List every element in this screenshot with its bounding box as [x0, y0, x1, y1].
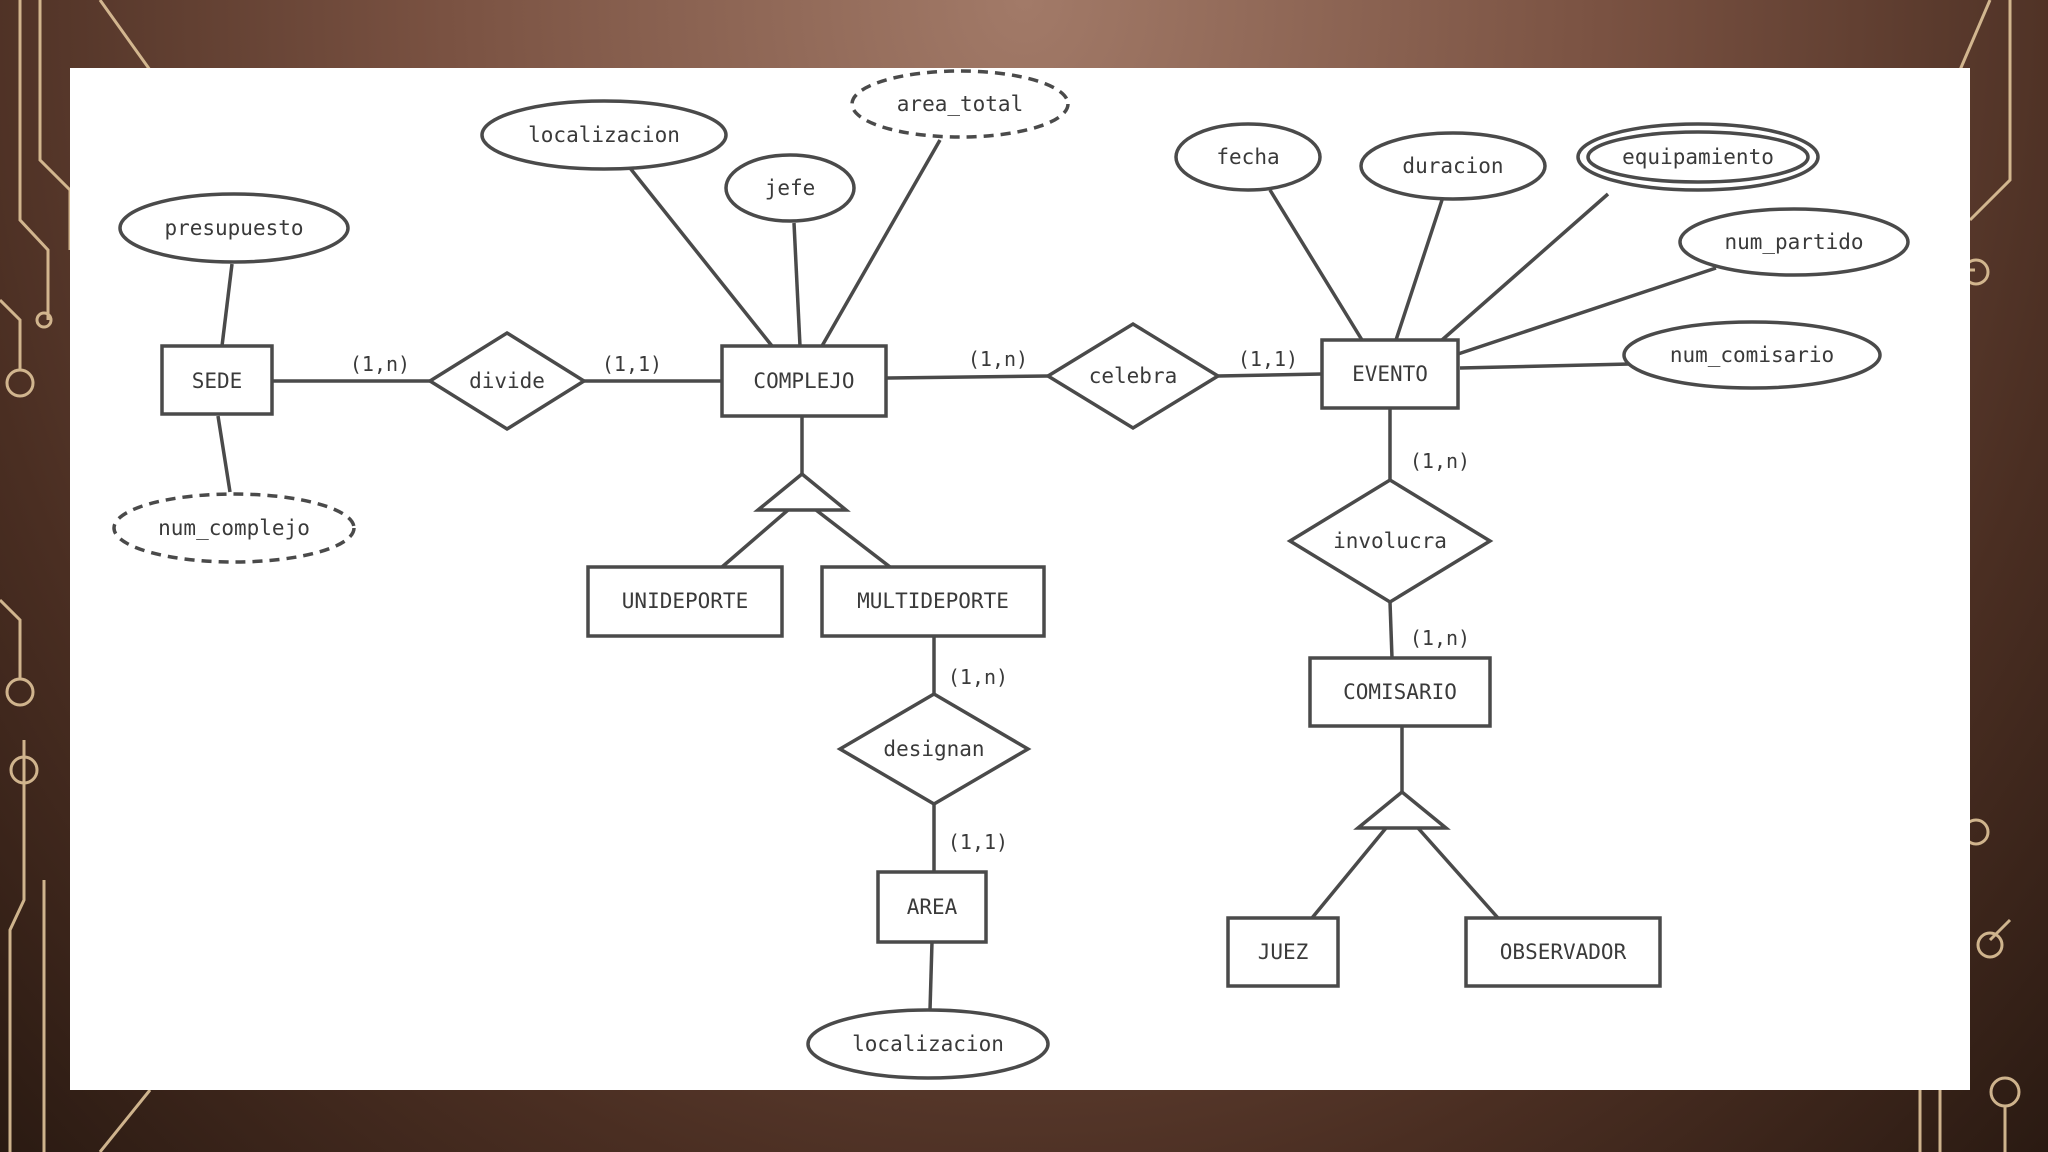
relationship-label: divide [469, 369, 545, 393]
entity-label: UNIDEPORTE [622, 589, 748, 613]
entity-label: OBSERVADOR [1500, 940, 1627, 964]
relationship-label: celebra [1089, 364, 1178, 388]
attribute-jefe: jefe [724, 153, 856, 223]
attribute-label: localizacion [852, 1032, 1004, 1056]
relationship-involucra: involucra [1286, 477, 1494, 605]
cardinality-multideporte-designan: (1,n) [948, 665, 1008, 689]
entity-juez: JUEZ [1226, 916, 1340, 988]
isa-triangle-complejo [753, 471, 851, 512]
cardinality-evento-involucra: (1,n) [1410, 449, 1470, 473]
attribute-label: localizacion [528, 123, 680, 147]
cardinality-complejo-celebra: (1,n) [968, 347, 1028, 371]
attribute-localizacion-complejo: localizacion [480, 99, 728, 171]
entity-sede: SEDE [160, 344, 274, 416]
attribute-duracion: duracion [1359, 131, 1547, 201]
cardinality-celebra-evento: (1,1) [1238, 347, 1298, 371]
entity-comisario: COMISARIO [1308, 656, 1492, 728]
entity-label: EVENTO [1352, 362, 1428, 386]
relationship-label: involucra [1333, 529, 1447, 553]
relationship-label: designan [883, 737, 984, 761]
relationship-divide: divide [426, 330, 588, 432]
cardinality-sede-divide: (1,n) [350, 352, 410, 376]
entity-label: JUEZ [1258, 940, 1309, 964]
relationship-designan: designan [836, 691, 1032, 807]
entity-label: COMISARIO [1343, 680, 1457, 704]
attribute-area-total: area_total [850, 69, 1070, 139]
attribute-label: presupuesto [164, 216, 303, 240]
attribute-label: equipamiento [1622, 145, 1774, 169]
entity-unideporte: UNIDEPORTE [586, 565, 784, 638]
attribute-label: fecha [1216, 145, 1279, 169]
entity-label: MULTIDEPORTE [857, 589, 1009, 613]
attribute-label: area_total [897, 92, 1023, 116]
diagram-panel: SEDE COMPLEJO EVENTO UNIDEPORTE MULTIDEP… [70, 68, 1970, 1090]
attribute-label: num_comisario [1670, 343, 1834, 367]
entity-label: COMPLEJO [753, 369, 854, 393]
attribute-num-comisario: num_comisario [1622, 320, 1882, 390]
entity-multideporte: MULTIDEPORTE [820, 565, 1046, 638]
attribute-label: num_complejo [158, 516, 310, 540]
connector-lines [216, 139, 1717, 1011]
attribute-num-complejo: num_complejo [112, 492, 356, 564]
relationship-celebra: celebra [1044, 321, 1222, 431]
attribute-label: jefe [765, 176, 816, 200]
entity-evento: EVENTO [1320, 338, 1460, 410]
isa-triangle-comisario [1353, 789, 1451, 830]
attribute-label: num_partido [1724, 230, 1863, 254]
cardinality-involucra-comisario: (1,n) [1410, 626, 1470, 650]
entity-label: SEDE [192, 369, 243, 393]
attribute-num-partido: num_partido [1678, 207, 1910, 277]
entity-observador: OBSERVADOR [1464, 916, 1662, 988]
attribute-equipamiento: equipamiento [1576, 122, 1820, 192]
attribute-fecha: fecha [1174, 122, 1322, 192]
cardinality-divide-complejo: (1,1) [602, 352, 662, 376]
entity-complejo: COMPLEJO [720, 344, 888, 418]
entity-area: AREA [876, 870, 988, 944]
attribute-localizacion-area: localizacion [806, 1008, 1050, 1080]
er-diagram: SEDE COMPLEJO EVENTO UNIDEPORTE MULTIDEP… [112, 69, 1910, 1080]
attribute-presupuesto: presupuesto [118, 192, 350, 264]
attribute-label: duracion [1402, 154, 1503, 178]
cardinality-designan-area: (1,1) [948, 830, 1008, 854]
entity-label: AREA [907, 895, 958, 919]
